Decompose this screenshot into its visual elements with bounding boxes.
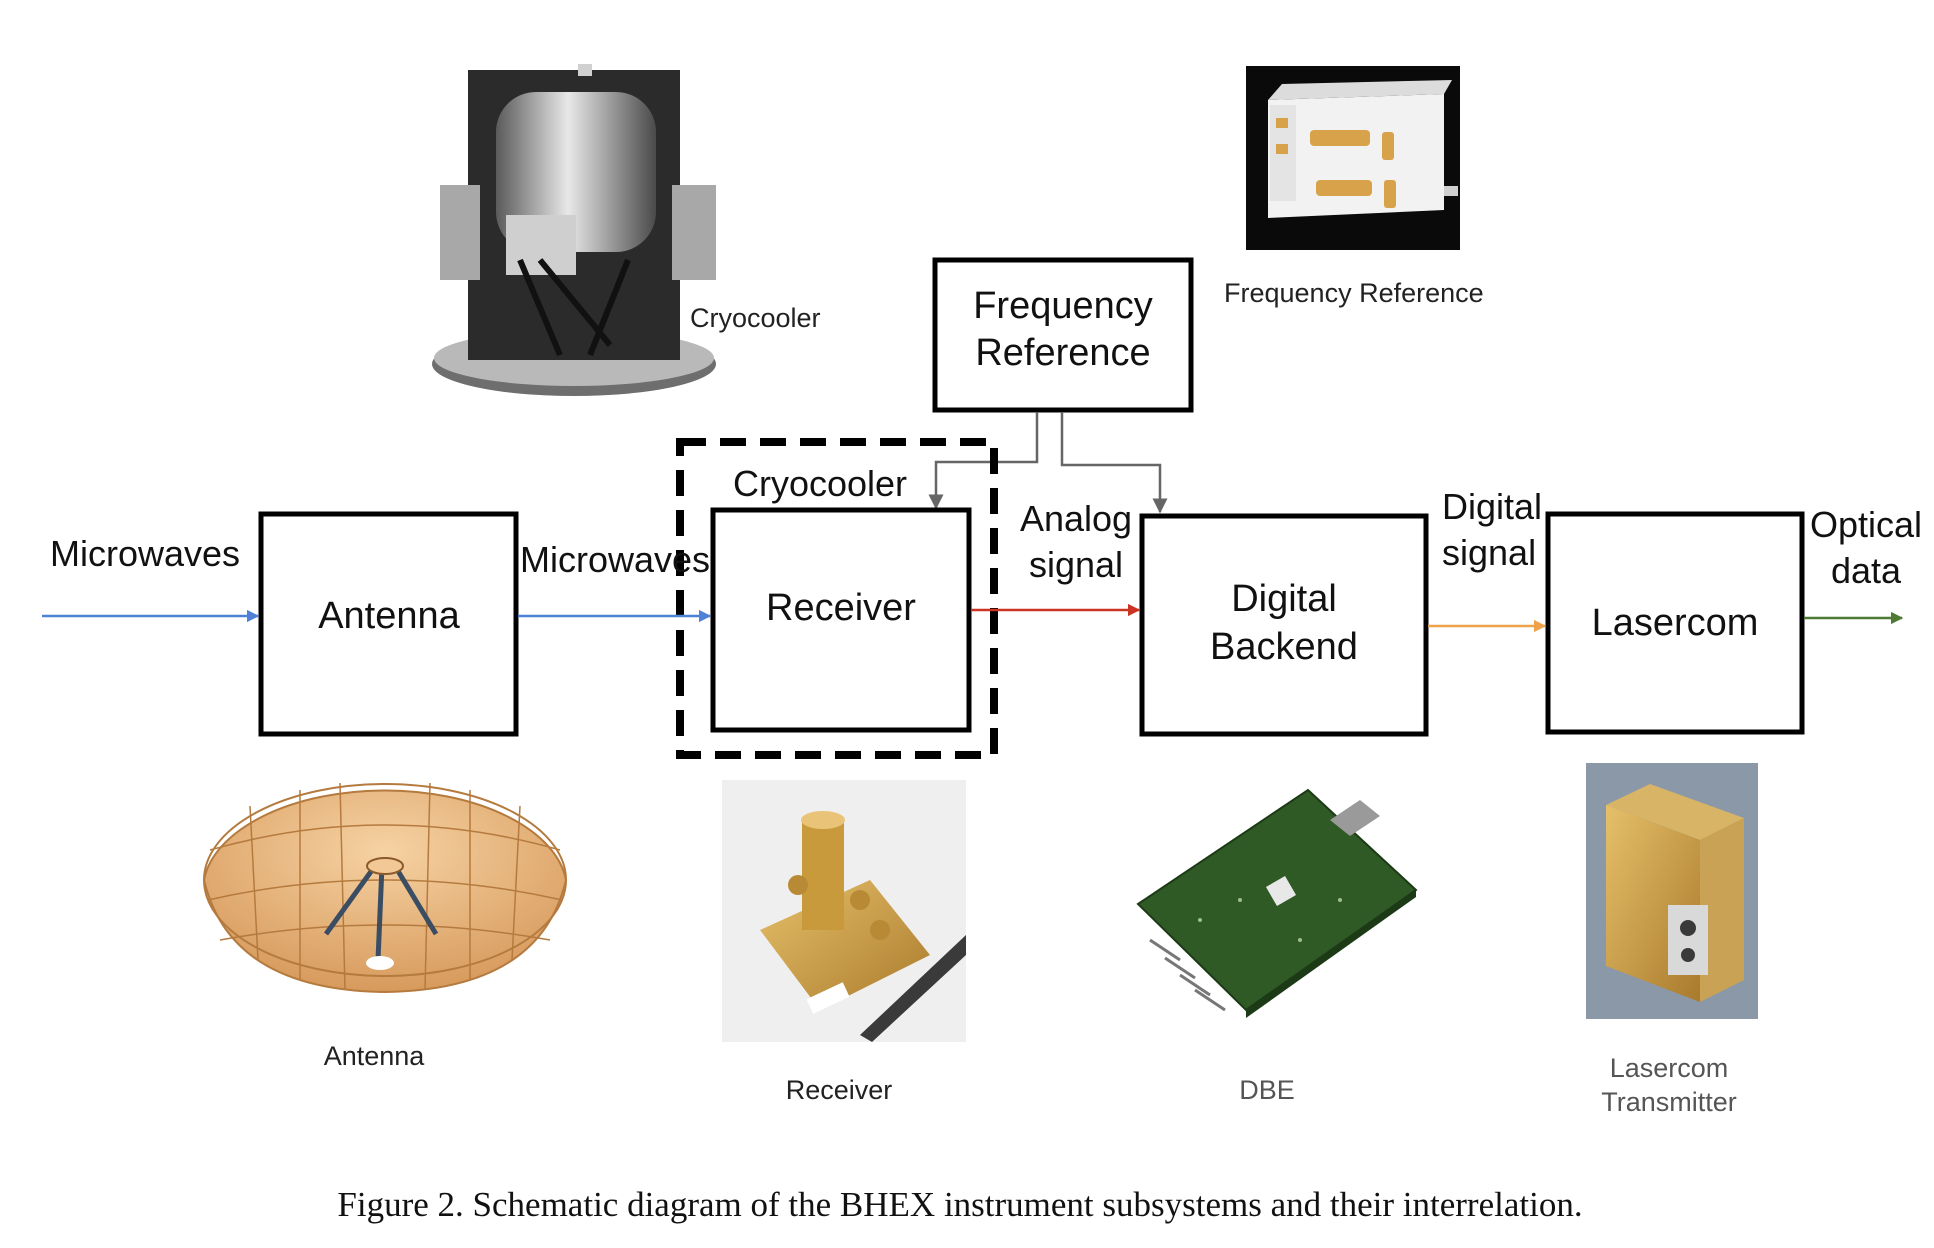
lasercom-photo-caption-line-2: Transmitter bbox=[1601, 1087, 1737, 1117]
cryocooler-photo-caption: Cryocooler bbox=[690, 303, 821, 333]
analog-signal-label-line-1: Analog bbox=[1020, 498, 1132, 539]
digital-signal-label-line-1: Digital bbox=[1442, 486, 1542, 527]
antenna-block-label: Antenna bbox=[318, 595, 460, 637]
lasercom-block-label: Lasercom bbox=[1592, 602, 1759, 644]
lasercom-block bbox=[1545, 511, 1805, 735]
cryocooler-photo bbox=[432, 64, 716, 396]
frequency-reference-photo-caption: Frequency Reference bbox=[1224, 278, 1484, 308]
frequency-reference-block bbox=[932, 257, 1194, 413]
receiver-block bbox=[710, 507, 972, 733]
optical-data-label-line-1: Optical bbox=[1810, 504, 1922, 545]
antenna-block bbox=[258, 511, 519, 737]
antenna-to-receiver-microwaves-label: Microwaves bbox=[520, 539, 710, 580]
receiver-photo-caption: Receiver bbox=[786, 1075, 893, 1105]
dbe-photo bbox=[1136, 788, 1418, 1018]
dbe-photo-caption: DBE bbox=[1239, 1075, 1295, 1105]
antenna-photo bbox=[202, 782, 568, 994]
digital-backend-block-label-line-1: Digital bbox=[1231, 578, 1337, 620]
lasercom-photo-caption-line-1: Lasercom bbox=[1610, 1053, 1729, 1083]
reference-to-receiver-line bbox=[928, 412, 1039, 510]
frequency-reference-block-label-line-1: Frequency bbox=[973, 285, 1153, 327]
digital-signal-label-line-2: signal bbox=[1442, 532, 1536, 573]
digital-backend-block bbox=[1139, 513, 1429, 737]
receiver-photo bbox=[722, 780, 966, 1042]
receiver-block-label: Receiver bbox=[766, 587, 916, 629]
input-microwaves-label: Microwaves bbox=[50, 533, 240, 574]
frequency-reference-photo bbox=[1246, 66, 1460, 250]
lasercom-photo bbox=[1586, 763, 1758, 1019]
cryocooler-enclosure-label: Cryocooler bbox=[733, 463, 907, 504]
analog-signal-label-line-2: signal bbox=[1029, 544, 1123, 585]
frequency-reference-block-label-line-2: Reference bbox=[975, 332, 1150, 374]
reference-to-digital-backend-line bbox=[1060, 412, 1168, 514]
figure-caption: Figure 2. Schematic diagram of the BHEX … bbox=[337, 1185, 1582, 1224]
antenna-photo-caption: Antenna bbox=[324, 1041, 426, 1071]
digital-backend-block-label-line-2: Backend bbox=[1210, 626, 1358, 668]
cryocooler-enclosure bbox=[676, 438, 998, 759]
optical-data-label-line-2: data bbox=[1831, 550, 1902, 591]
